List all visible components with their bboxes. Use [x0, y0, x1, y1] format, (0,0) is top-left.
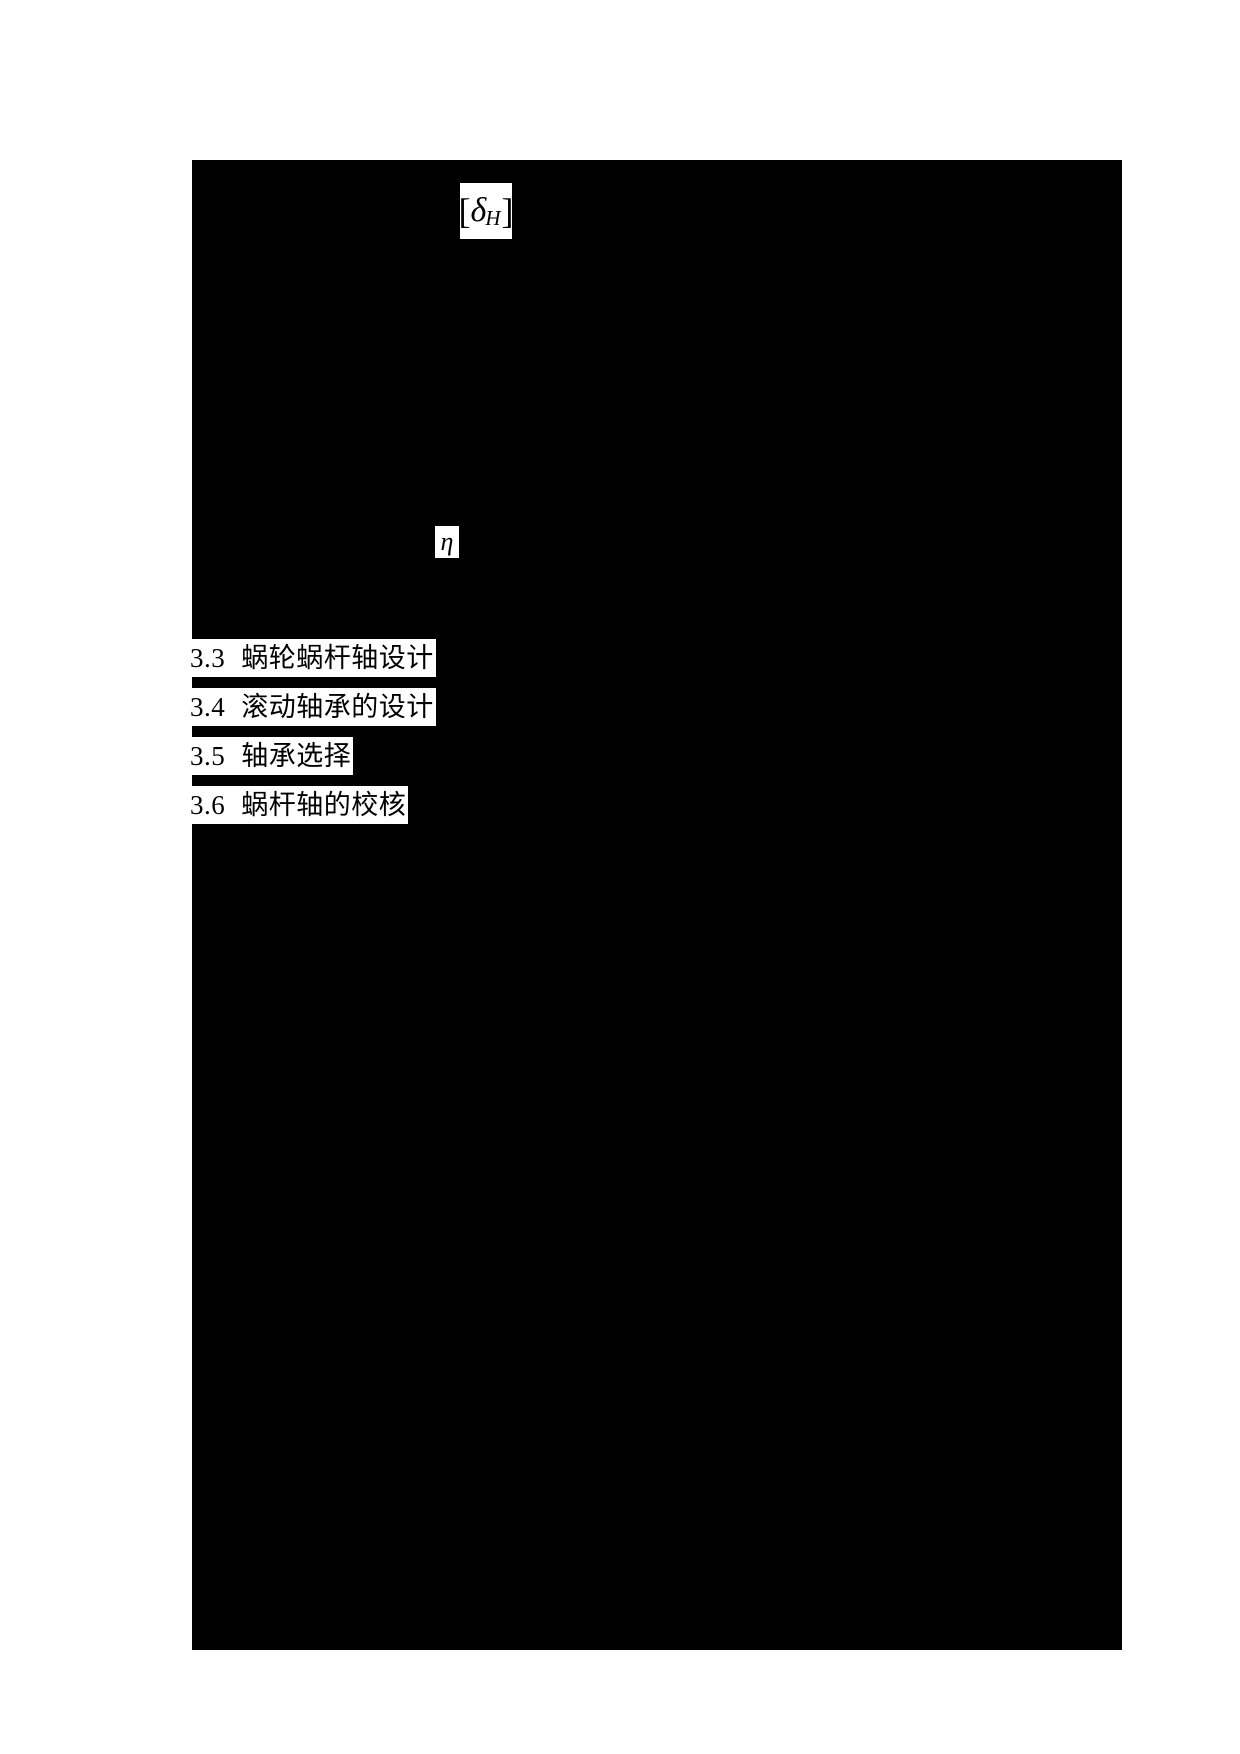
formula-close-bracket: ] [501, 191, 514, 231]
heading-3-6: 3.6 蜗杆轴的校核 [188, 786, 409, 824]
heading-3-6-number: 3.6 [190, 790, 226, 820]
heading-3-3-title: 蜗轮蜗杆轴设计 [241, 643, 434, 673]
heading-3-4: 3.4 滚动轴承的设计 [188, 688, 436, 726]
formula-subscript-h: H [485, 205, 501, 230]
heading-3-5-number: 3.5 [190, 741, 226, 771]
heading-3-4-title: 滚动轴承的设计 [241, 692, 434, 722]
formula-open-bracket: [ [458, 191, 471, 231]
heading-3-5-title: 轴承选择 [241, 741, 352, 771]
heading-3-3-number: 3.3 [190, 643, 226, 673]
heading-3-5: 3.5 轴承选择 [188, 737, 354, 775]
redacted-content-block [192, 160, 1122, 1650]
formula-eta-symbol: η [440, 527, 454, 556]
heading-3-4-number: 3.4 [190, 692, 226, 722]
heading-3-3: 3.3 蜗轮蜗杆轴设计 [188, 639, 436, 677]
formula-delta-symbol: δ [470, 192, 487, 229]
heading-3-6-title: 蜗杆轴的校核 [241, 790, 407, 820]
formula-efficiency: η [435, 526, 459, 558]
